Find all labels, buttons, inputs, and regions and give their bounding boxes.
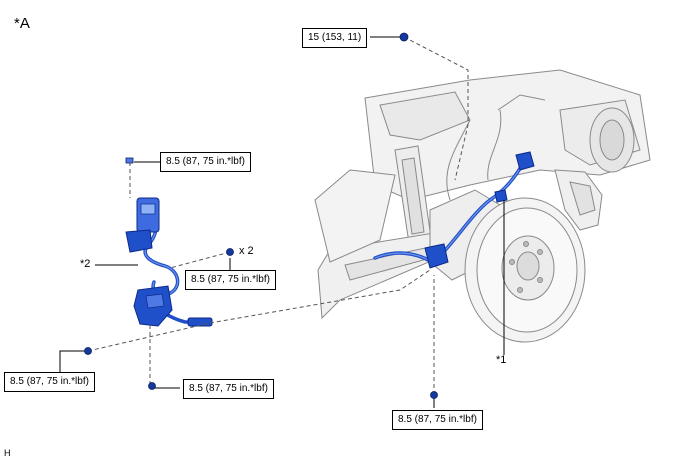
bolt-multiplier: x 2 [239,245,254,257]
bolt-upper-left [125,157,134,164]
corner-code: H [4,448,11,458]
speed-sensor-harness [125,197,213,327]
torque-spec-top: 15 (153, 11) [302,28,368,48]
brake-rotor [464,197,586,343]
torque-spec-upper-left: 8.5 (87, 75 in.*lbf) [160,152,251,172]
bolts [84,32,438,399]
bolt-top [399,32,409,42]
torque-spec-lower-mid: 8.5 (87, 75 in.*lbf) [183,379,274,399]
bolt-bottom [430,391,438,399]
torque-spec-left: 8.5 (87, 75 in.*lbf) [4,372,95,392]
leader-lines [59,36,505,408]
installed-speed-sensor [373,151,535,269]
torque-spec-bottom: 8.5 (87, 75 in.*lbf) [392,410,483,430]
torque-spec-mid: 8.5 (87, 75 in.*lbf) [185,270,276,290]
bolt-mid [226,248,234,256]
reference-lines [87,36,469,395]
bolt-left [84,347,92,355]
part-label-harness: *2 [80,258,91,270]
brake-caliper [554,169,603,231]
bolt-lower-mid [148,382,156,390]
view-label: *A [14,15,30,32]
part-label-sensor: *1 [496,354,507,366]
